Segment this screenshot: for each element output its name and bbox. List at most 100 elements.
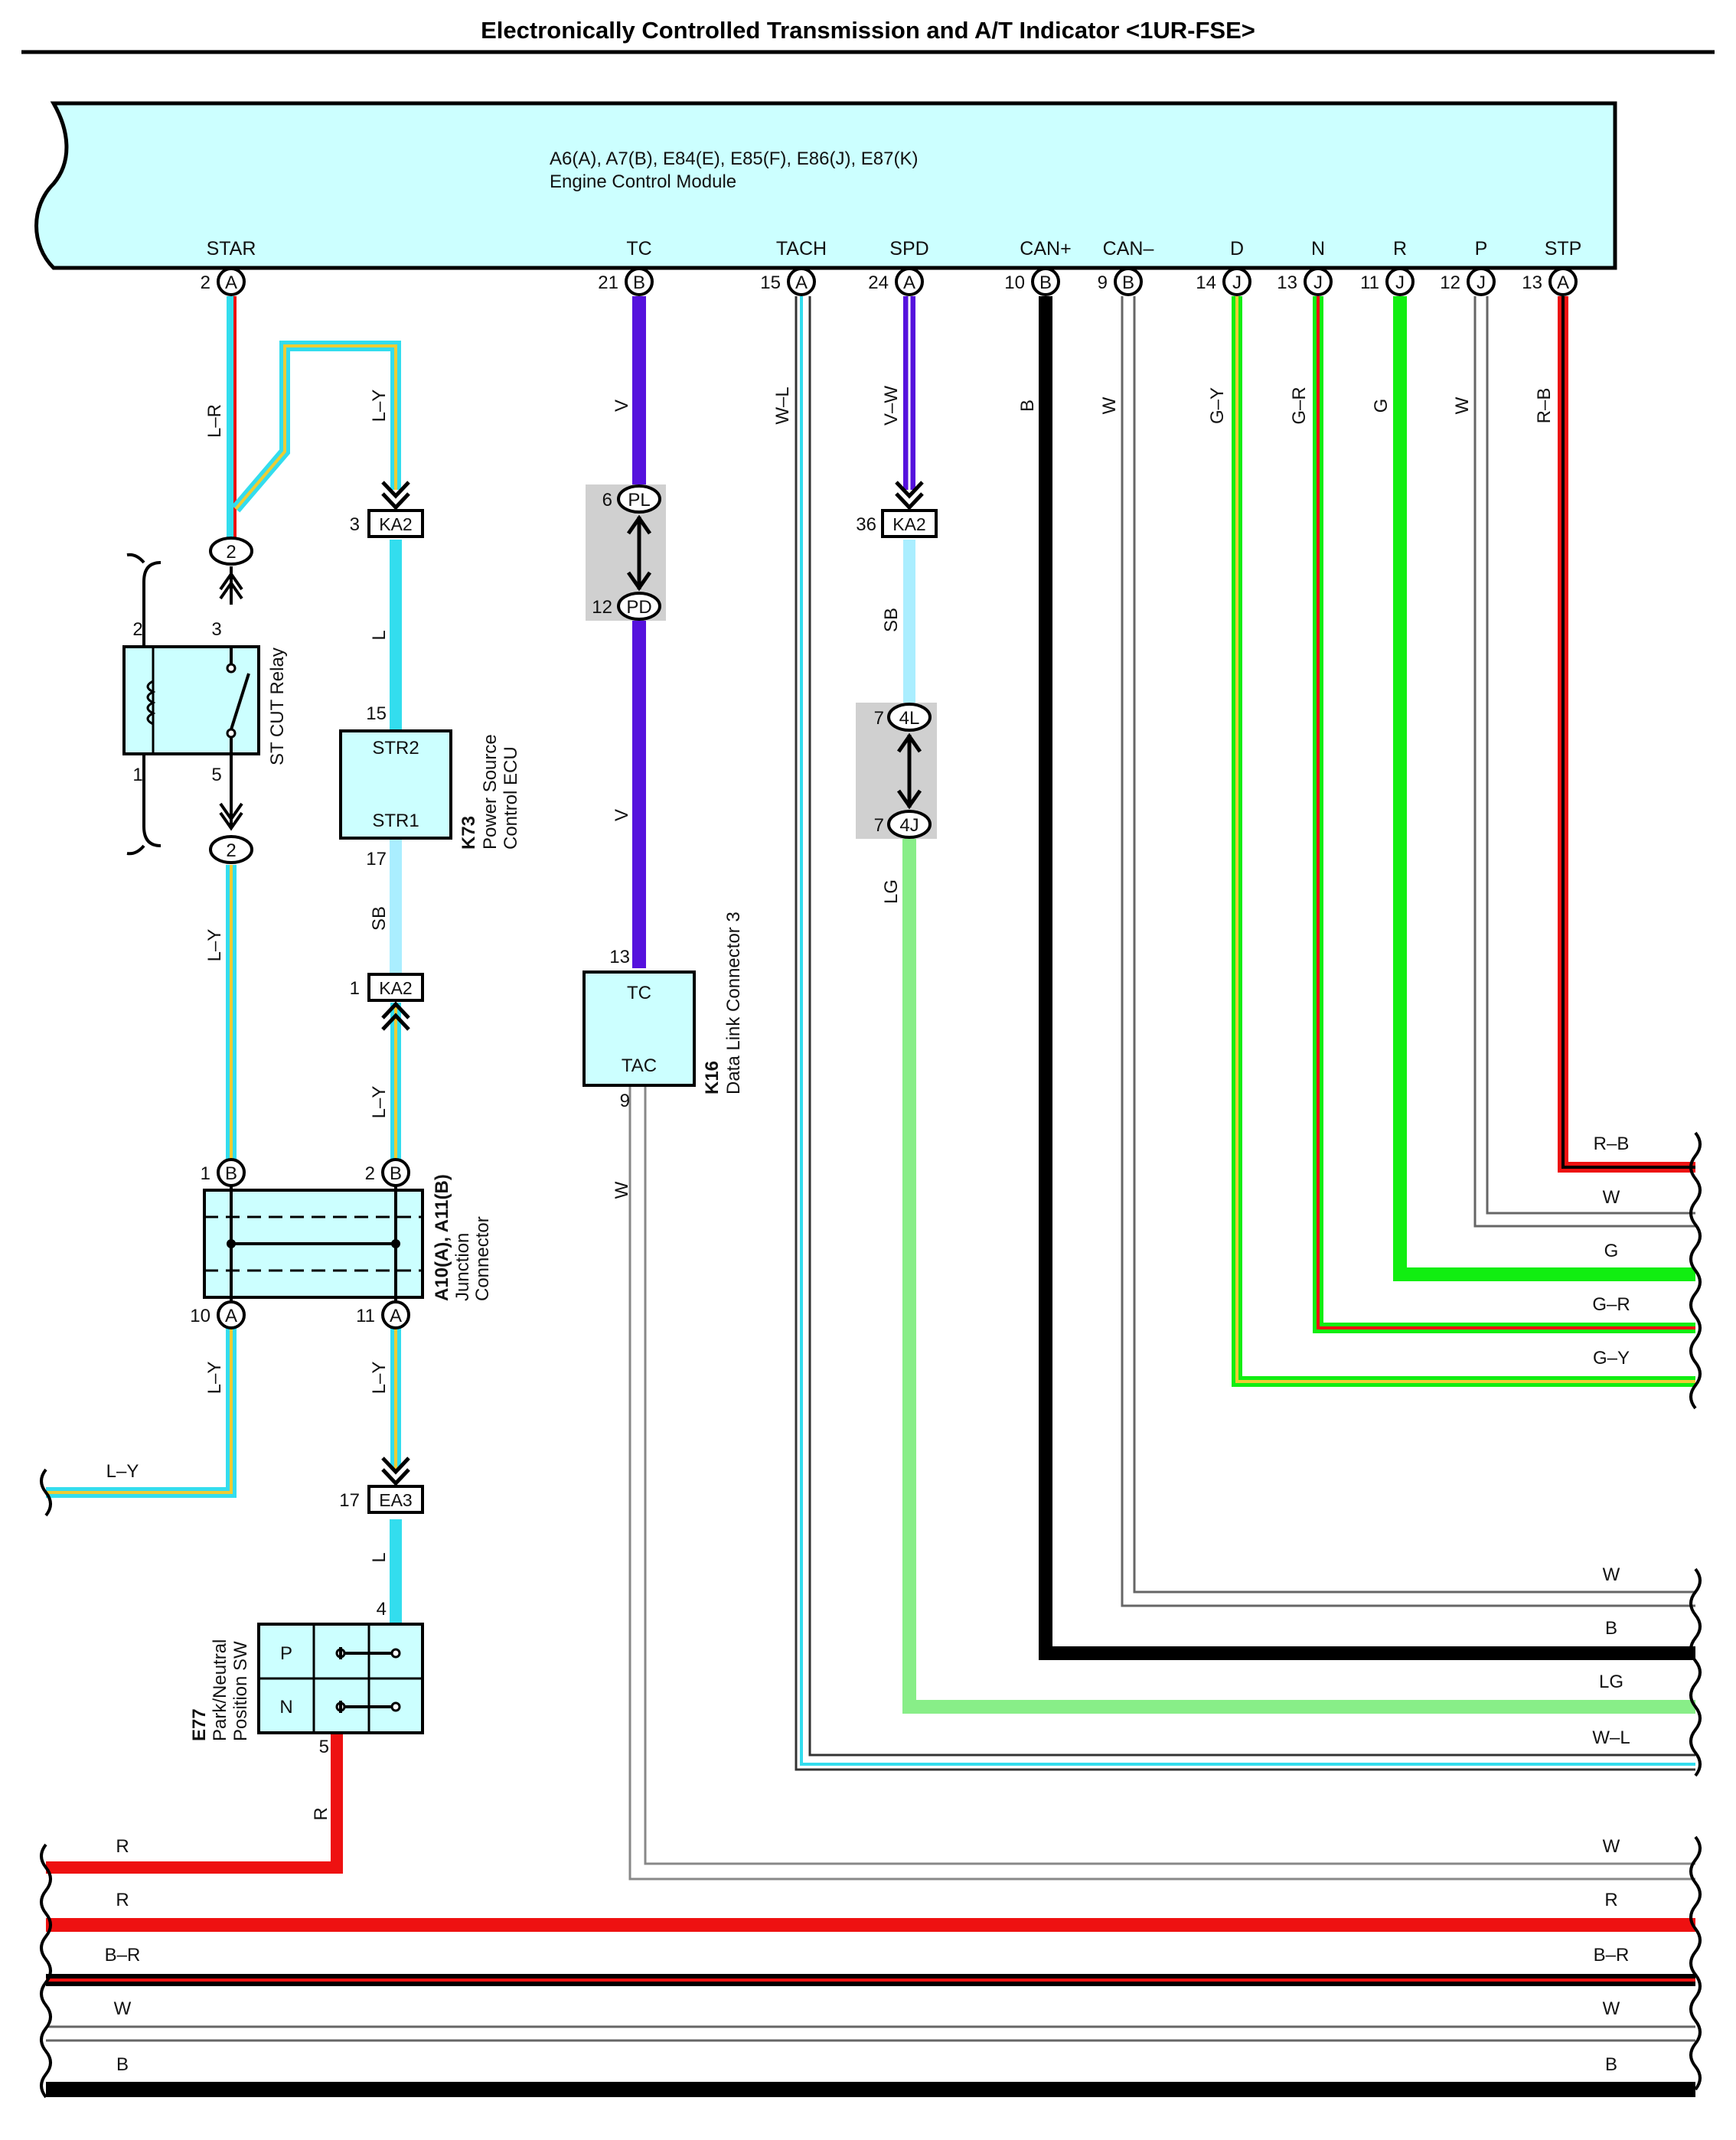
- svg-text:J: J: [1313, 272, 1323, 293]
- wire-sw-out-r: [46, 1731, 343, 1874]
- diagram-title: Electronically Controlled Transmission a…: [481, 17, 1255, 44]
- svg-text:L–Y: L–Y: [369, 1362, 390, 1395]
- svg-text:2: 2: [132, 619, 142, 640]
- svg-text:5: 5: [211, 765, 221, 785]
- right-wire-labels: R–B W G G–R G–Y W B LG W–L W R B–R W B: [1592, 1134, 1630, 2075]
- svg-text:B: B: [1017, 400, 1038, 412]
- pscecu-id: K73: [458, 816, 479, 850]
- jc-pin-2: B 2: [365, 1158, 410, 1187]
- svg-text:W: W: [1099, 396, 1120, 414]
- pin-label-stp: STP: [1545, 238, 1582, 259]
- data-link-connector: TC TAC 13 9 K16 Data Link Connector 3: [582, 912, 744, 1111]
- svg-text:R: R: [1604, 1890, 1617, 1910]
- svg-text:Control ECU: Control ECU: [501, 746, 521, 850]
- svg-text:G: G: [1371, 399, 1392, 413]
- pin-tc: B 21: [598, 267, 654, 296]
- svg-text:PD: PD: [626, 597, 651, 618]
- ecm-pin-circles: A 2 B 21 A 15 A 24 B 10 B 9: [201, 267, 1578, 296]
- park-neutral-switch: P N 4 5 E77 Park/Neutral Position SW: [189, 1599, 424, 1757]
- pin-label-spd: SPD: [889, 238, 928, 259]
- svg-text:L–R: L–R: [204, 404, 225, 438]
- svg-text:STR2: STR2: [372, 738, 419, 758]
- svg-text:3: 3: [211, 619, 221, 640]
- svg-text:7: 7: [874, 815, 884, 836]
- svg-text:B: B: [1039, 272, 1052, 293]
- conn-ka2-a: KA2 3: [350, 481, 424, 538]
- svg-text:STR1: STR1: [372, 811, 419, 831]
- svg-text:Connector: Connector: [472, 1216, 493, 1301]
- svg-text:Position SW: Position SW: [230, 1641, 251, 1741]
- conn-4l: 4L 7: [874, 703, 932, 732]
- pin-label-tach: TACH: [776, 238, 827, 259]
- pin-label-tc: TC: [626, 238, 651, 259]
- svg-text:1: 1: [132, 765, 142, 785]
- svg-text:2: 2: [226, 840, 236, 861]
- svg-text:Power Source: Power Source: [480, 734, 501, 850]
- jc-pin-10: A 10: [190, 1300, 246, 1329]
- svg-text:2: 2: [226, 542, 236, 563]
- svg-text:J: J: [1232, 272, 1242, 293]
- wire-star-lr: [227, 296, 237, 537]
- svg-text:L–Y: L–Y: [369, 390, 390, 422]
- svg-text:15: 15: [760, 272, 781, 293]
- svg-text:10: 10: [190, 1306, 210, 1326]
- svg-text:W: W: [1603, 1998, 1620, 2019]
- wire-branch-ly: [231, 341, 401, 513]
- svg-text:L: L: [369, 630, 390, 640]
- pin-label-d: D: [1230, 238, 1244, 259]
- svg-text:R: R: [116, 1890, 129, 1910]
- svg-text:R–B: R–B: [1594, 1134, 1630, 1154]
- svg-text:9: 9: [1098, 272, 1108, 293]
- svg-text:B–R: B–R: [1594, 1945, 1630, 1965]
- wire-n: [1313, 296, 1695, 1333]
- svg-text:L–Y: L–Y: [106, 1461, 139, 1482]
- pin-label-r: R: [1393, 238, 1407, 259]
- svg-text:17: 17: [366, 849, 387, 869]
- wire-tach: [795, 296, 1695, 1771]
- svg-text:B: B: [1122, 272, 1134, 293]
- svg-text:A: A: [225, 272, 237, 293]
- svg-text:6: 6: [602, 490, 612, 511]
- pin-label-star: STAR: [207, 238, 256, 259]
- ecm-id: A6(A), A7(B), E84(E), E85(F), E86(J), E8…: [550, 148, 918, 169]
- svg-text:L–Y: L–Y: [204, 929, 225, 962]
- svg-text:17: 17: [339, 1490, 360, 1511]
- svg-text:2: 2: [201, 272, 210, 293]
- 4l-4j-link: [896, 732, 922, 810]
- svg-text:W: W: [1603, 1836, 1620, 1857]
- svg-text:1: 1: [201, 1163, 210, 1184]
- svg-text:13: 13: [1277, 272, 1297, 293]
- svg-text:W–L: W–L: [1592, 1727, 1630, 1748]
- svg-text:LG: LG: [881, 879, 902, 904]
- pnsw-id: E77: [189, 1708, 210, 1741]
- svg-text:36: 36: [856, 514, 876, 535]
- conn-ka2-b: KA2 1: [350, 973, 424, 1031]
- svg-text:11: 11: [356, 1306, 375, 1326]
- relay-conn-top: 2: [209, 537, 253, 566]
- svg-text:G: G: [1604, 1241, 1619, 1261]
- svg-text:B: B: [390, 1163, 402, 1184]
- svg-text:V: V: [612, 400, 632, 412]
- svg-text:N: N: [279, 1697, 292, 1718]
- svg-text:KA2: KA2: [379, 514, 412, 534]
- pin-spd: A 24: [868, 267, 924, 296]
- svg-text:A: A: [1557, 272, 1569, 293]
- svg-text:SB: SB: [369, 906, 390, 931]
- relay-conn-bot: 2: [209, 835, 253, 864]
- svg-text:4L: 4L: [899, 708, 920, 729]
- jc-pin-11: A 11: [356, 1300, 410, 1329]
- svg-text:W–L: W–L: [772, 387, 793, 424]
- svg-text:5: 5: [319, 1737, 329, 1757]
- ecm-pin-labels: STAR TC TACH SPD CAN+ CAN– D N R P STP: [207, 238, 1582, 259]
- right-break-marks: [1689, 1131, 1702, 2091]
- pl-pd-link: [626, 514, 652, 592]
- pin-p: J 12: [1440, 267, 1496, 296]
- svg-text:A: A: [795, 272, 808, 293]
- svg-text:J: J: [1477, 272, 1486, 293]
- svg-text:KA2: KA2: [379, 978, 412, 998]
- svg-text:Junction: Junction: [452, 1233, 473, 1301]
- svg-text:G–R: G–R: [1592, 1294, 1630, 1315]
- svg-text:4J: 4J: [899, 815, 919, 836]
- svg-text:12: 12: [1440, 272, 1460, 293]
